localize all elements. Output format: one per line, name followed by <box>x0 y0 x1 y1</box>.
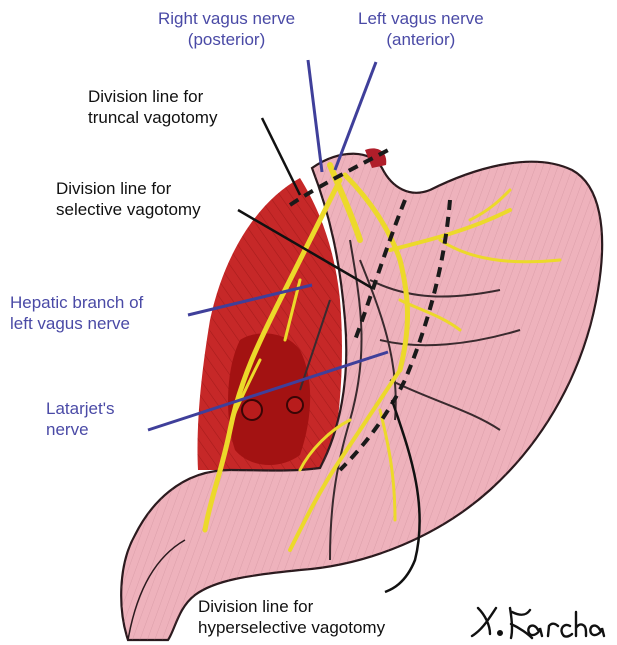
vessel-lumen <box>242 400 262 420</box>
left-vagus-label-line2: (anterior) <box>358 29 484 50</box>
hepatic-branch-label-line1: Hepatic branch of <box>10 292 143 313</box>
hepatic-branch-label-line2: left vagus nerve <box>10 313 143 334</box>
truncal-label: Division line for truncal vagotomy <box>88 86 217 128</box>
hyperselective-label: Division line for hyperselective vagotom… <box>198 596 385 638</box>
artist-signature <box>472 608 604 638</box>
right-vagus-label-line1: Right vagus nerve <box>158 8 295 29</box>
selective-label-line1: Division line for <box>56 178 201 199</box>
selective-label-line2: selective vagotomy <box>56 199 201 220</box>
right-vagus-pointer <box>308 60 322 172</box>
right-vagus-label-line2: (posterior) <box>158 29 295 50</box>
latarjet-label-line2: nerve <box>46 419 114 440</box>
latarjet-label-line1: Latarjet's <box>46 398 114 419</box>
truncal-label-line2: truncal vagotomy <box>88 107 217 128</box>
left-vagus-label-line1: Left vagus nerve <box>358 8 484 29</box>
selective-label: Division line for selective vagotomy <box>56 178 201 220</box>
right-vagus-label: Right vagus nerve (posterior) <box>158 8 295 50</box>
latarjet-label: Latarjet's nerve <box>46 398 114 440</box>
stomach-texture <box>121 154 602 640</box>
truncal-label-line1: Division line for <box>88 86 217 107</box>
hepatic-branch-label: Hepatic branch of left vagus nerve <box>10 292 143 334</box>
vessel-lumen <box>287 397 303 413</box>
left-vagus-label: Left vagus nerve (anterior) <box>358 8 484 50</box>
truncal-pointer <box>262 118 300 195</box>
hyperselective-label-line2: hyperselective vagotomy <box>198 617 385 638</box>
hyperselective-label-line1: Division line for <box>198 596 385 617</box>
